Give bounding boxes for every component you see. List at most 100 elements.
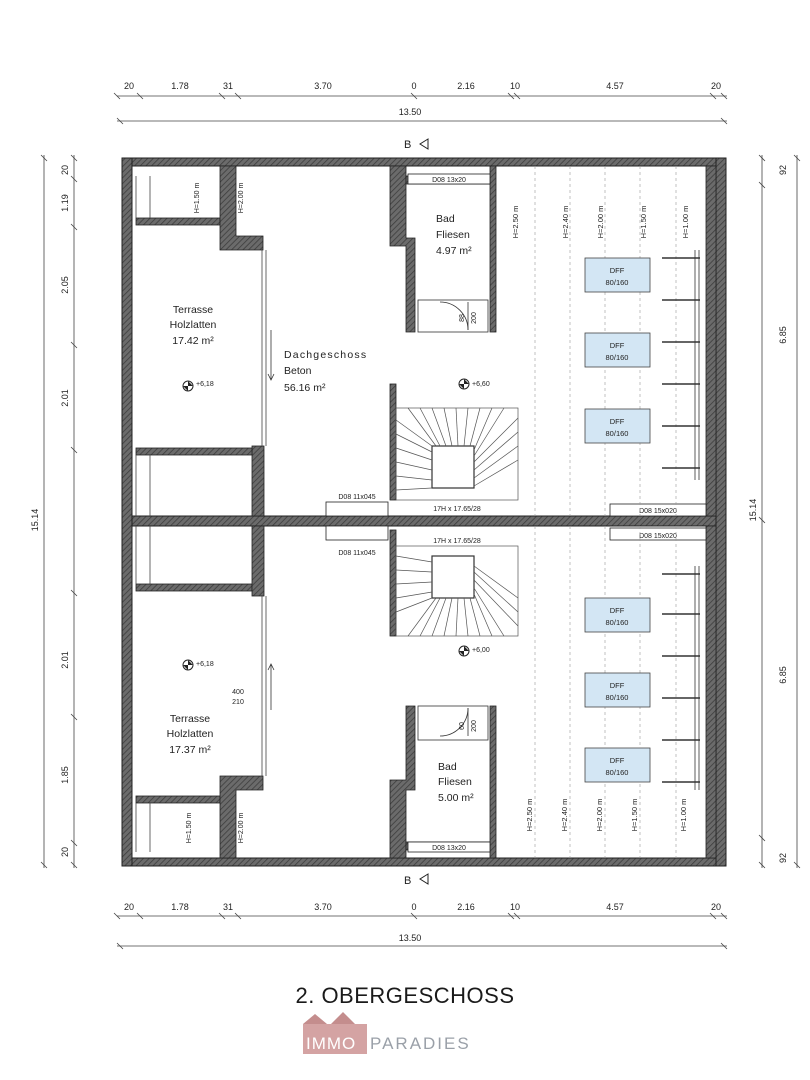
dim-bottom-1: 1.78 bbox=[171, 902, 189, 912]
dim-bottom-7: 4.57 bbox=[606, 902, 624, 912]
level-value: +6,18 bbox=[196, 661, 214, 668]
level-marker-hall-top: +6,60 bbox=[458, 378, 490, 390]
height-label-100: H=1.00 m bbox=[681, 206, 690, 239]
arrow-up-icon bbox=[267, 663, 275, 671]
dim-top-7: 4.57 bbox=[606, 81, 624, 91]
right-dimension-labels: 92 6.85 6.85 92 15.14 bbox=[748, 165, 788, 863]
roof-windows: DFF 80/160 DFF 80/160 DFF 80/160 DFF 80/… bbox=[584, 257, 651, 783]
attic-arrow-bottom bbox=[267, 663, 275, 710]
door-bottom-height: 200 bbox=[471, 720, 478, 732]
window-size: 80/160 bbox=[606, 618, 629, 627]
window-type: DFF bbox=[610, 341, 625, 350]
dim-bottom-total: 13.50 bbox=[399, 933, 422, 943]
dim-top-4: 0 bbox=[411, 81, 416, 91]
room-bath-bottom: Bad Fliesen 5.00 m² bbox=[438, 761, 474, 804]
room-name: Bad bbox=[438, 761, 457, 773]
dim-right-total: 15.14 bbox=[748, 499, 758, 522]
dim-left-5: 1.85 bbox=[60, 766, 70, 784]
dim-left-total: 15.14 bbox=[30, 509, 40, 532]
stairs-label-top: 17H x 17.65/28 bbox=[433, 506, 481, 513]
wall-dim-400: 400 bbox=[232, 689, 244, 696]
door-swing-bottom bbox=[417, 705, 489, 741]
roof-height-labels-bottom: H=2.50 m H=2.40 m H=2.00 m H=1.50 m H=1.… bbox=[525, 799, 688, 832]
room-area: 56.16 m² bbox=[284, 382, 326, 394]
section-label-bottom: B bbox=[404, 875, 411, 887]
terrace-height-labels: H=1.50 m H=2.00 m H=1.50 m H=2.00 m bbox=[186, 183, 245, 844]
height-label-240: H=2.40 m bbox=[561, 206, 570, 239]
wall-dim-210: 210 bbox=[232, 699, 244, 706]
dim-top-2: 31 bbox=[223, 81, 233, 91]
level-marker-hall-bottom: +6,00 bbox=[458, 645, 490, 657]
dim-bottom-2: 31 bbox=[223, 902, 233, 912]
room-material: Holzlatten bbox=[167, 728, 214, 740]
dim-top-0: 20 bbox=[124, 81, 134, 91]
opening-label-top: D08 13x20 bbox=[432, 177, 466, 184]
window-type: DFF bbox=[610, 266, 625, 275]
section-label-top: B bbox=[404, 139, 411, 151]
section-marker-top: B bbox=[404, 138, 429, 151]
roof-window: DFF 80/160 bbox=[584, 332, 651, 368]
window-size: 80/160 bbox=[606, 429, 629, 438]
room-area: 17.42 m² bbox=[172, 335, 214, 347]
dim-top-5: 2.16 bbox=[457, 81, 475, 91]
staircase-top bbox=[395, 407, 519, 501]
roof-window: DFF 80/160 bbox=[584, 672, 651, 708]
dim-right-3: 92 bbox=[778, 853, 788, 863]
window-size: 80/160 bbox=[606, 278, 629, 287]
dim-bottom-8: 20 bbox=[711, 902, 721, 912]
page-title: 2. OBERGESCHOSS bbox=[295, 983, 515, 1008]
level-marker-terrace-top: +6,18 bbox=[182, 380, 214, 392]
roof-height-labels-top: H=2.50 m H=2.40 m H=2.00 m H=1.50 m H=1.… bbox=[511, 206, 690, 239]
height-label-150: H=1.50 m bbox=[639, 206, 648, 239]
roof-window: DFF 80/160 bbox=[584, 747, 651, 783]
room-name: Terrasse bbox=[170, 713, 210, 725]
top-dimension-labels: 20 1.78 31 3.70 0 2.16 10 4.57 20 13.50 bbox=[124, 81, 721, 117]
room-area: 17.37 m² bbox=[169, 744, 211, 756]
dim-left-3: 2.01 bbox=[60, 389, 70, 407]
room-attic: Dachgeschoss Beton 56.16 m² bbox=[267, 330, 366, 394]
window-type: DFF bbox=[610, 417, 625, 426]
logo-part-1: IMMO bbox=[306, 1034, 356, 1053]
height-label-150: H=1.50 m bbox=[630, 799, 639, 832]
rafter-posts bbox=[694, 250, 700, 790]
window-size: 80/160 bbox=[606, 768, 629, 777]
door-bottom-width: 60 bbox=[459, 722, 466, 730]
height-label-200: H=2.00 m bbox=[595, 799, 604, 832]
height-label-240: H=2.40 m bbox=[560, 799, 569, 832]
interior-walls-top bbox=[135, 165, 717, 517]
level-value: +6,00 bbox=[472, 647, 490, 654]
level-value: +6,60 bbox=[472, 381, 490, 388]
dim-bottom-3: 3.70 bbox=[314, 902, 332, 912]
roof-window: DFF 80/160 bbox=[584, 597, 651, 633]
dim-bottom-0: 20 bbox=[124, 902, 134, 912]
outer-walls bbox=[121, 157, 727, 867]
section-marker-bottom: B bbox=[404, 873, 429, 887]
height-label-250: H=2.50 m bbox=[525, 799, 534, 832]
logo: IMMO PARADIES bbox=[303, 1012, 471, 1054]
terrace-height-low-top: H=1.50 m bbox=[194, 183, 201, 214]
dim-right-1: 6.85 bbox=[778, 326, 788, 344]
openings bbox=[325, 173, 707, 853]
room-bath-top: Bad Fliesen 4.97 m² bbox=[436, 213, 472, 257]
room-material: Beton bbox=[284, 365, 312, 377]
stairs-label-bottom: 17H x 17.65/28 bbox=[433, 538, 481, 545]
terrace-height-high-bottom: H=2.00 m bbox=[238, 813, 245, 844]
room-name: Bad bbox=[436, 213, 455, 225]
height-label-250: H=2.50 m bbox=[511, 206, 520, 239]
logo-part-2: PARADIES bbox=[370, 1034, 471, 1053]
dim-left-4: 2.01 bbox=[60, 651, 70, 669]
height-label-100: H=1.00 m bbox=[679, 799, 688, 832]
section-arrow-icon bbox=[419, 138, 429, 150]
dim-top-3: 3.70 bbox=[314, 81, 332, 91]
dim-bottom-5: 2.16 bbox=[457, 902, 475, 912]
window-size: 80/160 bbox=[606, 353, 629, 362]
top-dimensions bbox=[113, 92, 728, 125]
room-material: Holzlatten bbox=[170, 319, 217, 331]
room-terrace-bottom: Terrasse Holzlatten 17.37 m² bbox=[167, 713, 214, 756]
dim-right-0: 92 bbox=[778, 165, 788, 175]
window-type: DFF bbox=[610, 606, 625, 615]
door-top-height: 200 bbox=[471, 312, 478, 324]
dim-top-1: 1.78 bbox=[171, 81, 189, 91]
terrace-height-low-bottom: H=1.50 m bbox=[186, 813, 193, 844]
